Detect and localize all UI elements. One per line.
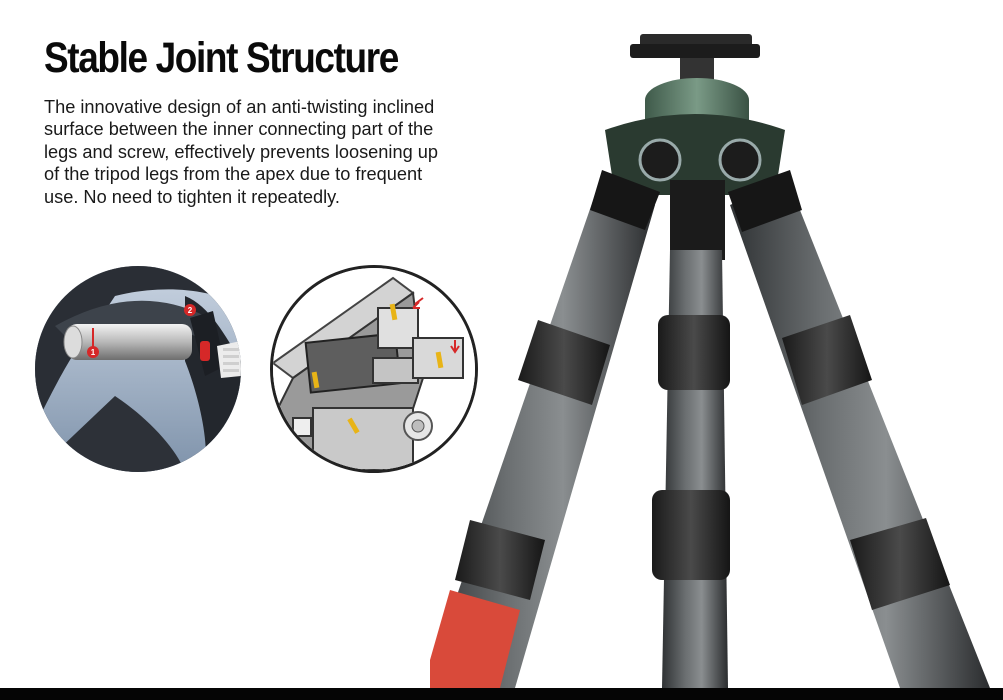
svg-text:2: 2	[188, 306, 193, 315]
description-line: use. No need to tighten it repeatedly.	[44, 186, 340, 207]
description-text: The innovative design of an anti-twistin…	[44, 96, 494, 208]
description-line: The innovative design of an anti-twistin…	[44, 97, 435, 117]
bottom-bar	[0, 688, 1003, 700]
svg-text:1: 1	[91, 348, 96, 357]
marker-1: 1	[87, 346, 99, 358]
description-line: legs and screw, effectively prevents loo…	[44, 141, 438, 162]
joint-closeup-photo: 1 2	[35, 266, 241, 472]
marker-2: 2	[184, 304, 196, 316]
page-title: Stable Joint Structure	[44, 34, 399, 82]
joint-cutaway-diagram	[270, 265, 478, 473]
description-line: surface between the inner connecting par…	[44, 119, 434, 140]
tripod-product-image	[425, 20, 1003, 688]
description-line: of the tripod legs from the apex due to …	[44, 164, 423, 185]
